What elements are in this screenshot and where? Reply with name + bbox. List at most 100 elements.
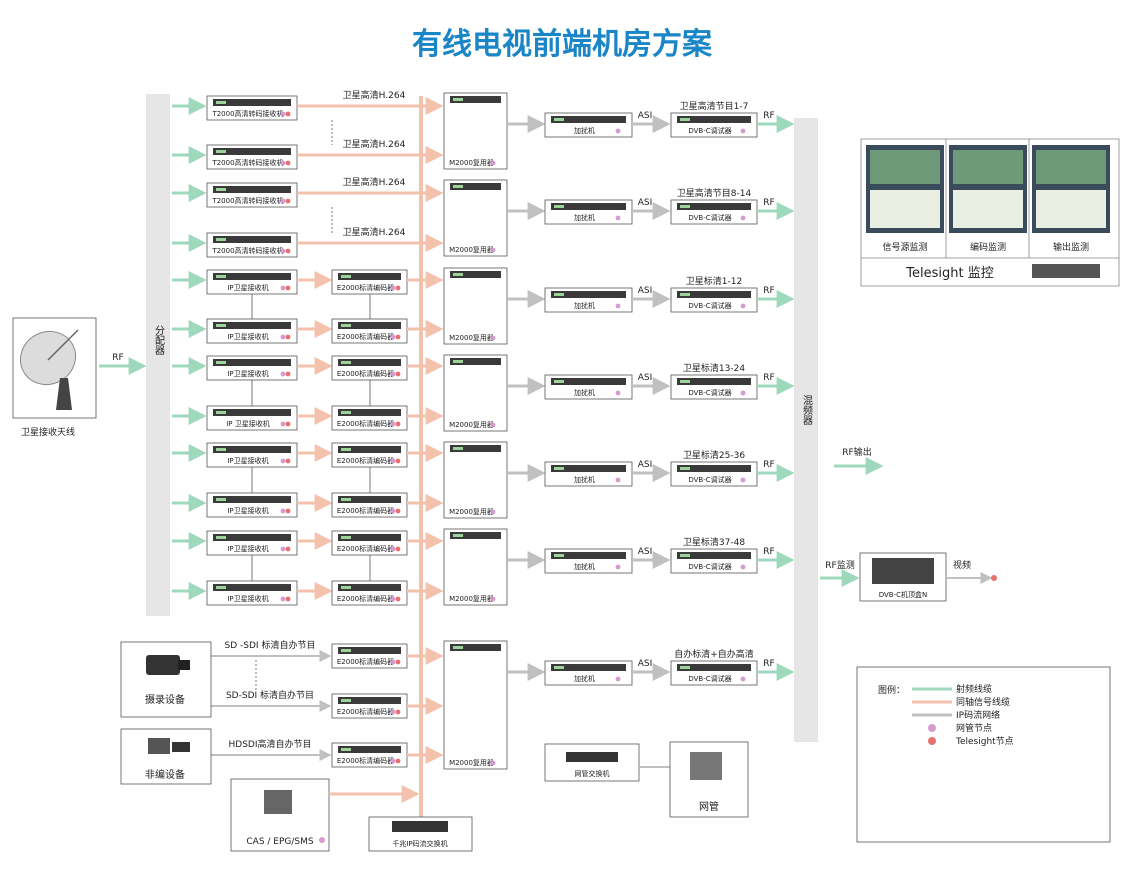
modulator-label: DVB-C调试器 bbox=[688, 674, 731, 683]
display-icon bbox=[680, 293, 690, 296]
rf-label: RF bbox=[763, 198, 774, 208]
rack-unit-icon bbox=[213, 534, 291, 541]
status-node bbox=[285, 546, 291, 552]
rack-unit-icon bbox=[450, 532, 501, 539]
status-node bbox=[285, 111, 291, 117]
camera-equipment: 摄录设备 bbox=[120, 641, 212, 718]
status-node bbox=[280, 285, 286, 291]
display-icon bbox=[680, 118, 690, 121]
encoder-label: E2000标清编码器 bbox=[337, 506, 394, 515]
status-node bbox=[390, 546, 396, 552]
status-node bbox=[390, 285, 396, 291]
status-node bbox=[395, 709, 401, 715]
status-node bbox=[490, 160, 496, 166]
receiver: IP卫星接收机 bbox=[206, 269, 298, 295]
status-node bbox=[285, 160, 291, 166]
rack-unit-icon bbox=[338, 322, 401, 329]
display-icon bbox=[216, 361, 226, 364]
modulator: DVB-C调试器 bbox=[670, 199, 758, 225]
rack-unit-icon bbox=[213, 446, 291, 453]
rack-unit-icon bbox=[450, 96, 501, 103]
status-node bbox=[615, 128, 621, 134]
rack-unit-icon bbox=[450, 271, 501, 278]
display-icon bbox=[453, 273, 463, 276]
encoder: E2000标清编码器 bbox=[331, 442, 408, 468]
display-icon bbox=[680, 205, 690, 208]
camera-icon bbox=[146, 655, 180, 675]
status-node bbox=[740, 128, 746, 134]
display-icon bbox=[680, 467, 690, 470]
status-node bbox=[280, 596, 286, 602]
rf-out-label: RF输出 bbox=[842, 446, 871, 458]
display-icon bbox=[216, 498, 226, 501]
encoder-label: E2000标清编码器 bbox=[337, 419, 394, 428]
rack-unit-icon bbox=[213, 359, 291, 366]
server-icon bbox=[1032, 264, 1100, 278]
status-node bbox=[490, 422, 496, 428]
status-node bbox=[280, 371, 286, 377]
status-node bbox=[285, 458, 291, 464]
display-icon bbox=[453, 447, 463, 450]
scrambler-label: 加扰机 bbox=[574, 126, 595, 135]
status-node bbox=[285, 596, 291, 602]
display-icon bbox=[341, 586, 351, 589]
rack-unit-icon bbox=[338, 273, 401, 280]
camera-label: 摄录设备 bbox=[145, 693, 185, 706]
rack-unit-icon bbox=[677, 116, 751, 123]
display-icon bbox=[554, 205, 564, 208]
display-icon bbox=[554, 380, 564, 383]
rack-unit-icon bbox=[677, 552, 751, 559]
display-icon bbox=[341, 324, 351, 327]
encoder: E2000标清编码器 bbox=[331, 742, 408, 768]
asi-label: ASI bbox=[638, 111, 653, 121]
status-node bbox=[740, 477, 746, 483]
rack-unit-icon bbox=[450, 644, 501, 651]
sdi-label: SD -SDI 标清自办节目 bbox=[225, 639, 316, 651]
mixer-label: 混频器 bbox=[801, 395, 813, 426]
encoder: E2000标清编码器 bbox=[331, 643, 408, 669]
display-icon bbox=[680, 666, 690, 669]
status-node bbox=[615, 477, 621, 483]
encoder: E2000标清编码器 bbox=[331, 355, 408, 381]
asi-label: ASI bbox=[638, 286, 653, 296]
display-icon bbox=[341, 275, 351, 278]
program-label: 卫星标清37-48 bbox=[683, 536, 745, 548]
mux: M2000复用器 bbox=[443, 354, 508, 432]
receiver-label: IP卫星接收机 bbox=[227, 506, 268, 515]
encoder-label: E2000标清编码器 bbox=[337, 756, 394, 765]
rack-unit-icon bbox=[338, 697, 401, 704]
meter-panel-icon bbox=[953, 190, 1023, 228]
receiver: IP卫星接收机 bbox=[206, 355, 298, 381]
receiver: IP 卫星接收机 bbox=[206, 405, 298, 431]
legend-item: 射频线缆 bbox=[956, 683, 992, 695]
scrambler-label: 加扰机 bbox=[574, 301, 595, 310]
meter-panel-icon bbox=[1036, 190, 1106, 228]
display-icon bbox=[216, 448, 226, 451]
status-node bbox=[615, 303, 621, 309]
rf-label: RF bbox=[763, 460, 774, 470]
status-node bbox=[285, 334, 291, 340]
scrambler: 加扰机 bbox=[544, 548, 633, 574]
rack-unit-icon bbox=[450, 445, 501, 452]
status-node bbox=[390, 421, 396, 427]
display-icon bbox=[341, 448, 351, 451]
display-icon bbox=[216, 275, 226, 278]
display-icon bbox=[216, 411, 226, 414]
status-node bbox=[280, 546, 286, 552]
encoder: E2000标清编码器 bbox=[331, 269, 408, 295]
status-node bbox=[285, 248, 291, 254]
rack-unit-icon bbox=[551, 116, 626, 123]
meter-panel-icon bbox=[870, 190, 940, 228]
rack-unit-icon bbox=[213, 99, 291, 106]
rack-unit-icon bbox=[338, 359, 401, 366]
mux: M2000复用器 bbox=[443, 267, 508, 345]
status-node bbox=[395, 334, 401, 340]
encoder: E2000标清编码器 bbox=[331, 318, 408, 344]
rack-unit-icon bbox=[551, 203, 626, 210]
rack-unit-icon bbox=[338, 746, 401, 753]
display-icon bbox=[554, 118, 564, 121]
rack-unit-icon bbox=[338, 647, 401, 654]
mgmt-label: 网管 bbox=[699, 800, 719, 813]
encoder-label: E2000标清编码器 bbox=[337, 657, 394, 666]
